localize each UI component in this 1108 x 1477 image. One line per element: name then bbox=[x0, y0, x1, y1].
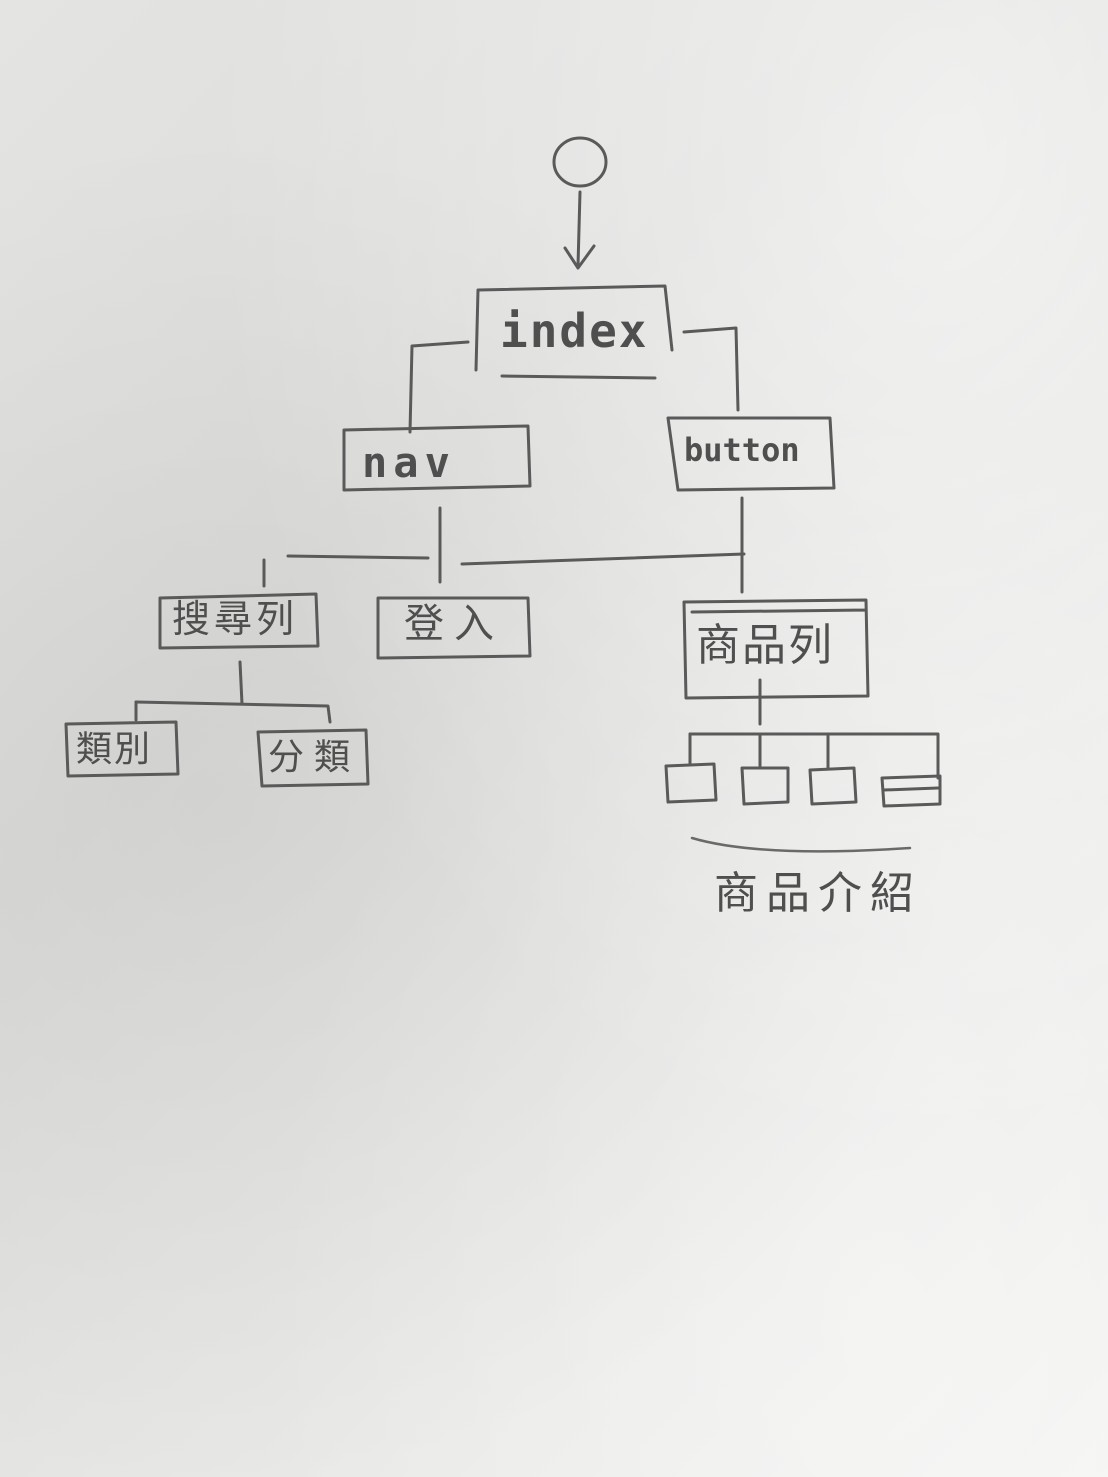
category-a-label: 類別 bbox=[76, 729, 153, 770]
edge-index-nav bbox=[408, 340, 470, 434]
product-intro-label: 商品介紹 bbox=[714, 868, 922, 919]
edge-index-button bbox=[682, 326, 740, 412]
product-list-label: 商品列 bbox=[696, 620, 834, 671]
search-bar-label: 搜尋列 bbox=[172, 597, 299, 641]
product-items-brace bbox=[690, 836, 912, 853]
product-item-4 bbox=[880, 774, 942, 808]
nav-box bbox=[342, 424, 532, 492]
edge-search-bus bbox=[134, 700, 332, 724]
button-label: button bbox=[684, 431, 800, 469]
category-a-box bbox=[64, 720, 180, 778]
edge-bus bbox=[286, 552, 746, 566]
index-label: index bbox=[500, 304, 649, 358]
product-item-3 bbox=[808, 766, 858, 806]
edge-product-bus bbox=[688, 732, 940, 780]
start-arrow-head bbox=[563, 244, 596, 270]
nav-label: nav bbox=[362, 438, 456, 487]
index-box bbox=[474, 284, 674, 380]
product-item-1 bbox=[664, 762, 718, 804]
category-b-label: 分類 bbox=[268, 737, 361, 778]
edge-search-down bbox=[238, 660, 244, 706]
edge-product-drops bbox=[688, 732, 830, 770]
start-arrow-shaft bbox=[576, 190, 582, 268]
product-item-2 bbox=[740, 766, 790, 806]
button-box bbox=[666, 416, 836, 492]
start-node bbox=[552, 136, 608, 188]
category-b-box bbox=[256, 728, 370, 788]
login-label: 登入 bbox=[404, 601, 504, 647]
product-list-box bbox=[682, 598, 870, 700]
search-bar-box bbox=[158, 592, 320, 650]
login-box bbox=[376, 596, 532, 660]
